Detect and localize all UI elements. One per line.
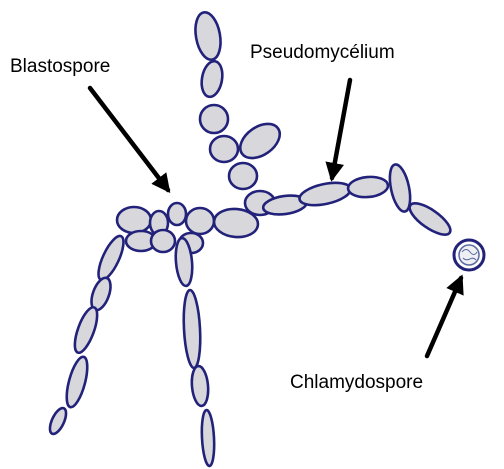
cell — [347, 175, 389, 198]
cell — [151, 230, 175, 252]
cell — [297, 179, 352, 209]
blastospore-arrow — [90, 88, 168, 190]
pseudomycelium-label: Pseudomycélium — [250, 42, 395, 63]
cell — [201, 410, 216, 467]
cell — [199, 60, 225, 99]
cell — [94, 233, 129, 283]
chlamydospore-label: Chlamydospore — [290, 372, 423, 393]
pseudomycelium-arrow — [332, 80, 350, 178]
cell — [70, 305, 101, 356]
cell — [229, 163, 257, 189]
cell — [405, 198, 455, 240]
pseudomycelium-branch — [262, 163, 455, 240]
chlamydospore-cell — [454, 240, 484, 270]
upper-branch — [192, 10, 286, 215]
lower-central-branch — [174, 237, 216, 466]
cell — [190, 365, 209, 406]
cell — [168, 203, 186, 225]
cell — [210, 136, 238, 162]
cell — [200, 105, 228, 133]
cell — [186, 208, 214, 234]
lower-left-branch — [47, 233, 129, 436]
cell — [47, 406, 70, 436]
cell — [117, 207, 151, 233]
cell — [192, 10, 224, 61]
cell — [234, 117, 286, 165]
cell — [63, 355, 92, 409]
blastospore-label: Blastospore — [10, 56, 110, 77]
chlamydospore-arrow — [427, 278, 461, 356]
cell — [182, 290, 202, 369]
